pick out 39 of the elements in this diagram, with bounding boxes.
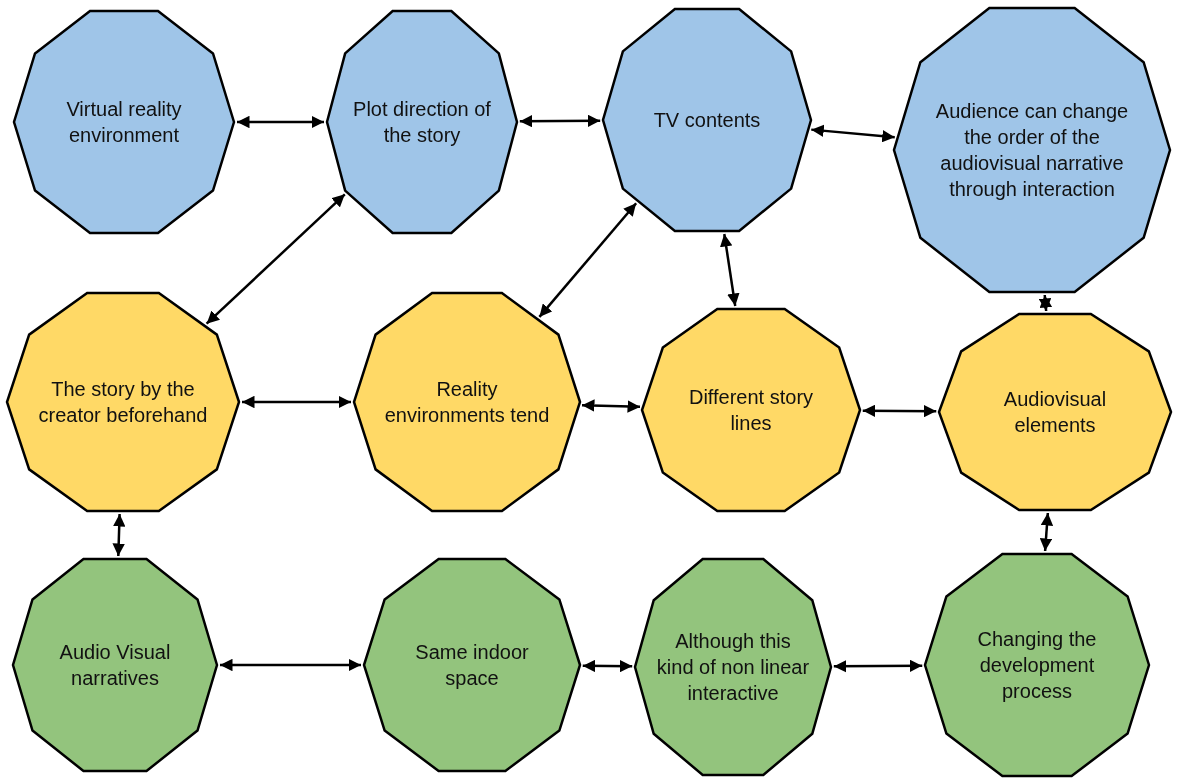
double-arrow (112, 513, 126, 557)
node-text: TV contents (653, 108, 761, 133)
node-text: Audience can change the order of the audiovisual narrative through interaction (934, 99, 1130, 202)
decagon-node (635, 559, 831, 775)
double-arrow (833, 659, 923, 673)
decagon-node (7, 293, 239, 511)
node-text: Same indoor space (414, 640, 530, 691)
double-arrow (720, 233, 740, 307)
decagon-node (327, 11, 517, 233)
double-arrow (582, 659, 633, 673)
double-arrow (237, 115, 324, 129)
node-text: Audiovisual elements (1002, 387, 1108, 438)
node-text: Virtual reality environment (65, 97, 183, 148)
decagon-node (894, 8, 1170, 292)
node-text: The story by the creator beforehand (37, 377, 209, 428)
decagon-node (364, 559, 580, 771)
node-text: Different story lines (687, 385, 815, 436)
double-arrow (519, 114, 601, 128)
decagon-node (925, 554, 1149, 776)
double-arrow (220, 658, 361, 672)
decagon-node (939, 314, 1171, 510)
double-arrow (862, 404, 937, 418)
double-arrow (538, 202, 638, 318)
double-arrow (581, 399, 641, 413)
node-text: Plot direction of the story (352, 97, 492, 148)
decagon-node (354, 293, 580, 511)
decagon-node (603, 9, 811, 231)
decagon-node (14, 11, 234, 233)
node-text: Reality environments tend (383, 377, 551, 428)
node-text: Changing the development process (976, 627, 1098, 704)
double-arrow (1039, 512, 1054, 552)
double-arrow (242, 395, 351, 409)
decagon-node (642, 309, 860, 511)
double-arrow (205, 193, 346, 325)
node-text: Although this kind of non linear interactive (656, 629, 810, 706)
decagon-node (13, 559, 217, 771)
double-arrow (1038, 294, 1053, 312)
double-arrow (811, 124, 895, 143)
node-text: Audio Visual narratives (58, 640, 172, 691)
